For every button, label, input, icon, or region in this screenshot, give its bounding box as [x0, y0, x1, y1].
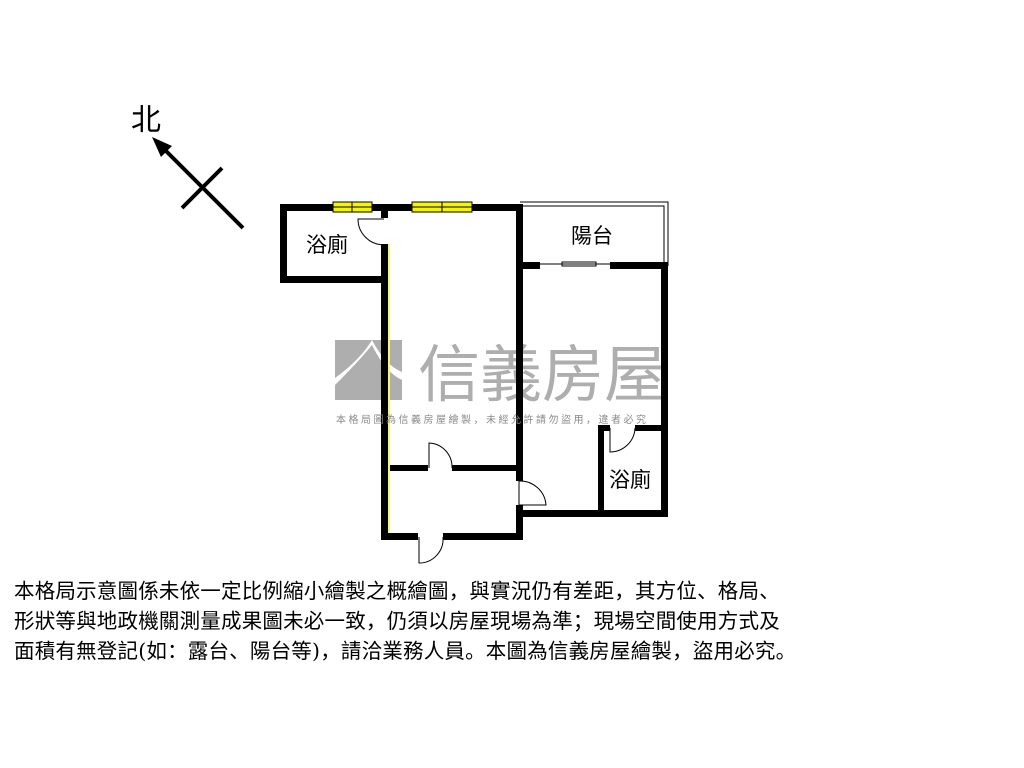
disclaimer-line: 形狀等與地政機關測量成果圖未必一致，仍須以房屋現場為準；現場空間使用方式及 — [14, 609, 780, 633]
disclaimer-line: 本格局示意圖係未依一定比例縮小繪製之概繪圖，與實況仍有差距，其方位、格局、 — [14, 579, 780, 603]
watermark-logo-mark — [335, 340, 402, 385]
room-label-bathroom-2: 浴廁 — [609, 468, 651, 492]
watermark-subtitle: 本格局圖為信義房屋繪製，未經允許請勿盜用，違者必究 — [336, 413, 649, 426]
door-swing — [418, 536, 444, 564]
balcony-rail — [520, 201, 669, 266]
disclaimer-line: 面積有無登記(如：露台、陽台等)，請洽業務人員。本圖為信義房屋繪製，盜用必究。 — [14, 639, 797, 663]
watermark-brand: 信義房屋 — [418, 338, 666, 411]
compass-cross-line — [180, 166, 224, 210]
sliding-door — [540, 261, 610, 267]
door-swing — [428, 442, 453, 469]
room-label-balcony: 陽台 — [571, 224, 613, 248]
north-arrow-head-icon — [152, 137, 172, 157]
disclaimer: 本格局示意圖係未依一定比例縮小繪製之概繪圖，與實況仍有差距，其方位、格局、 形狀… — [14, 576, 1014, 666]
compass-north-label: 北 — [131, 103, 161, 138]
room-label-bathroom-1: 浴廁 — [306, 233, 348, 257]
watermark: 信義房屋 — [335, 338, 666, 411]
windows — [332, 201, 473, 213]
door-swing — [609, 427, 636, 453]
compass — [152, 137, 245, 230]
door-swing — [357, 218, 385, 246]
door-swing — [518, 480, 547, 506]
walls — [280, 204, 668, 540]
doors — [357, 218, 636, 564]
wall-highlight — [388, 244, 390, 533]
